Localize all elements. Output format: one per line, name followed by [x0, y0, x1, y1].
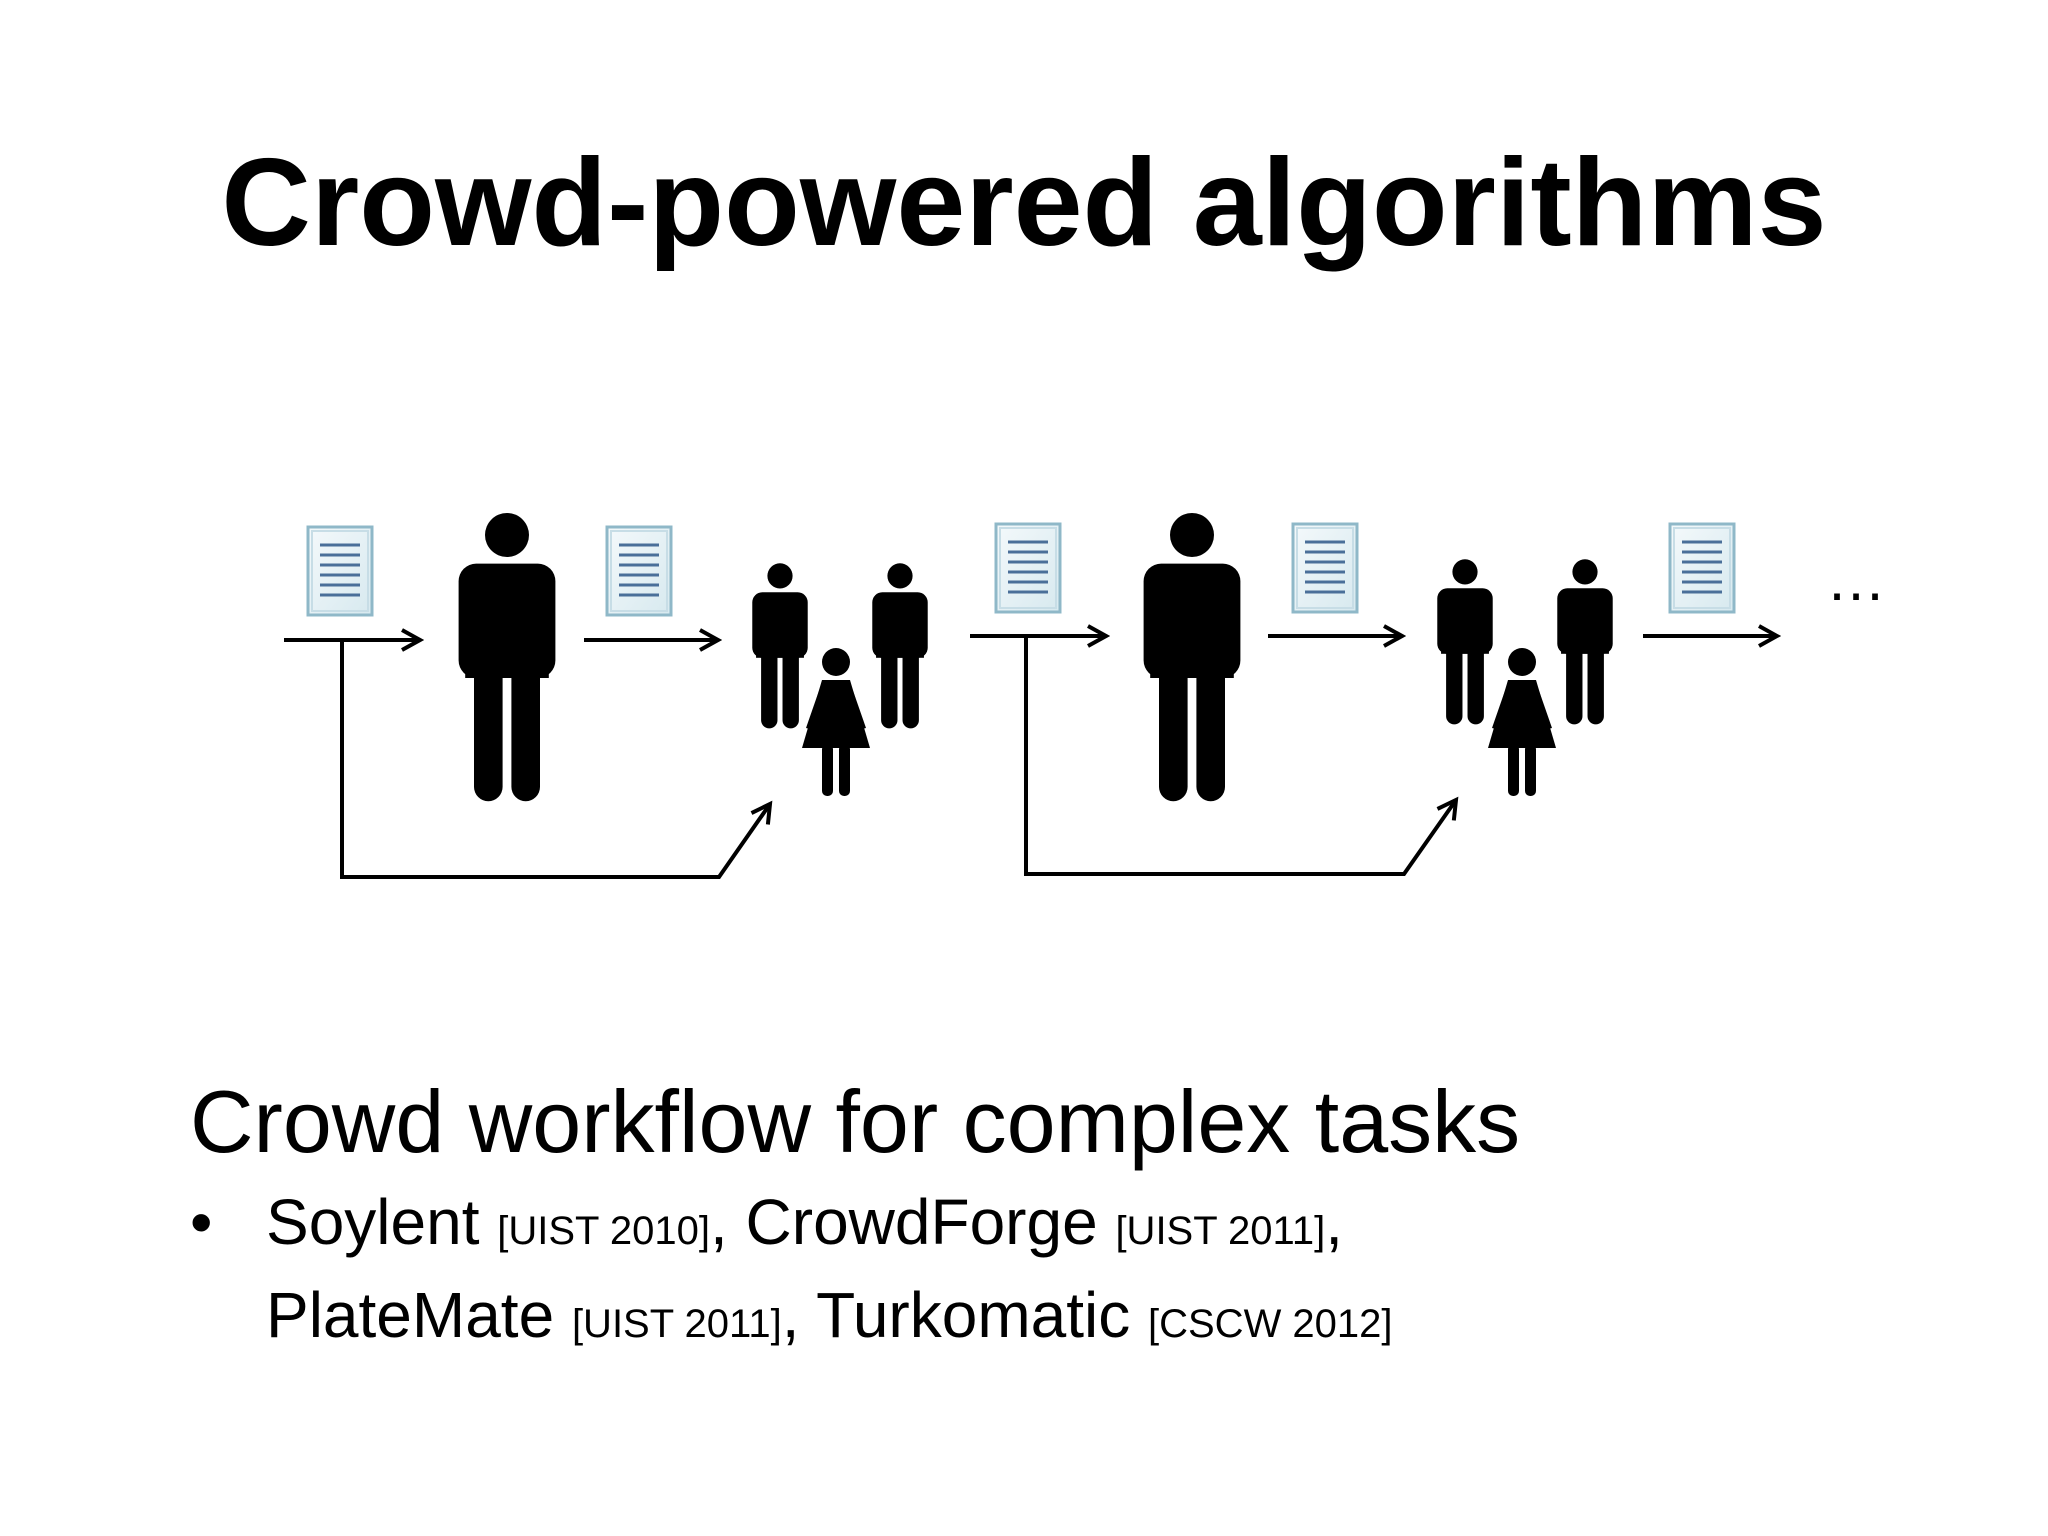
continuation-ellipsis: … [1826, 546, 1886, 613]
reference-list: • Soylent [UIST 2010], CrowdForge [UIST … [190, 1180, 1393, 1366]
crowd-icon [1437, 559, 1613, 796]
skip-arrow [1024, 636, 1456, 876]
person-icon [458, 513, 556, 802]
document-icon [1668, 522, 1736, 614]
person-icon [1143, 513, 1241, 802]
venue-soylent: [UIST 2010] [497, 1209, 710, 1253]
venue-crowdforge: [UIST 2011] [1115, 1209, 1326, 1253]
document-icon [306, 525, 374, 617]
system-name-platemate: PlateMate [266, 1279, 555, 1351]
slide-title: Crowd-powered algorithms [221, 134, 1827, 272]
workflow-heading: Crowd workflow for complex tasks [190, 1072, 1521, 1171]
separator: , [709, 1186, 746, 1258]
woman-icon [802, 648, 870, 796]
system-name-soylent: Soylent [266, 1186, 480, 1258]
person-icon [872, 563, 928, 729]
woman-icon [1488, 648, 1556, 796]
bullet-item: • Soylent [UIST 2010], CrowdForge [UIST … [190, 1180, 1393, 1366]
document-icon [1291, 522, 1359, 614]
crowd-icon [752, 563, 928, 796]
document-icon [605, 525, 673, 617]
stage-2 [970, 513, 1613, 876]
bullet-icon: • [190, 1186, 213, 1258]
separator: , [1325, 1186, 1343, 1258]
person-icon [1557, 559, 1613, 725]
separator: , [781, 1279, 817, 1351]
person-icon [1437, 559, 1493, 725]
person-icon [752, 563, 808, 729]
reference-line-2: PlateMate [UIST 2011], Turkomatic [CSCW … [266, 1273, 1393, 1366]
document-icon [994, 522, 1062, 614]
venue-platemate: [UIST 2011] [571, 1302, 782, 1346]
stage-1 [284, 513, 928, 879]
reference-line-1: Soylent [UIST 2010], CrowdForge [UIST 20… [266, 1180, 1393, 1273]
skip-arrow [340, 640, 770, 879]
system-name-turkomatic: Turkomatic [816, 1279, 1131, 1351]
system-name-crowdforge: CrowdForge [745, 1186, 1098, 1258]
venue-turkomatic: [CSCW 2012] [1148, 1302, 1393, 1346]
